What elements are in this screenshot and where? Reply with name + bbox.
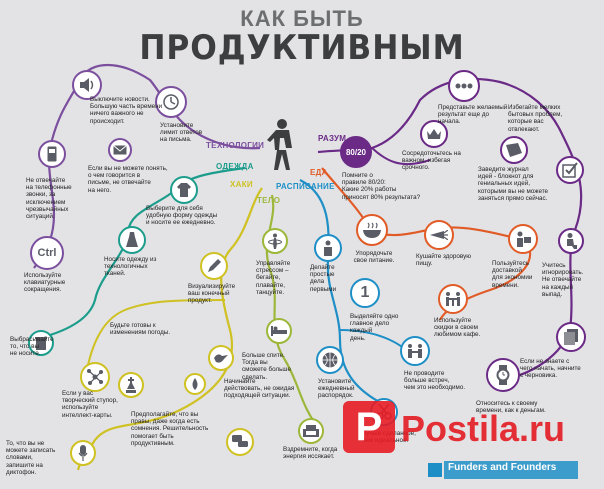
brand-logo: Funders and Founders: [428, 459, 578, 481]
tip-nutrition: Упорядочьте свое питание.: [353, 250, 395, 265]
meeting-icon: [400, 336, 430, 366]
draft-pages-icon: [556, 322, 586, 352]
title-line-2: ПРОДУКТИВНЫМ: [139, 28, 465, 68]
tip-rule: Помните о правиле 80/20: Какие 20% работ…: [342, 172, 421, 201]
category-food: ЕДА: [310, 168, 328, 177]
watch-icon: [486, 358, 520, 392]
category-body: ТЕЛО: [257, 196, 281, 205]
envelope-icon: [108, 138, 132, 162]
tip-notebook: Заведите журнал идей - блокнот для гениа…: [478, 166, 549, 202]
brand-name: Funders and Founders: [448, 462, 557, 473]
rule-80-20-badge: 80/20: [340, 136, 372, 168]
tip-act: Начинайте действовать, не ожидая подходя…: [224, 378, 295, 400]
chat-bubbles-icon: [226, 428, 254, 456]
tip-relate: Относитесь к своему времени, как к деньг…: [476, 400, 546, 415]
tip-simple-first: Делайте простые дела первыми: [310, 264, 337, 293]
watermark: P Postila.ru: [335, 395, 575, 459]
tip-mindmap: Если у вас творческий ступор, используйт…: [62, 390, 118, 419]
tip-junk: Выбрасывайте то, что вы не носите.: [10, 336, 54, 358]
tip-mail-limit: Установите лимит ответов на письма.: [160, 122, 203, 144]
tip-assume: Предполагайте, что вы правы, даже когда …: [131, 411, 209, 447]
bed-icon: [266, 318, 292, 344]
trash-icon: [28, 330, 54, 356]
mail-limit-icon: [155, 86, 187, 118]
delivery-man-icon: [508, 224, 538, 254]
number-one-icon: 1: [350, 278, 380, 308]
watermark-text: Postila.ru: [401, 408, 565, 449]
chess-king-icon: [118, 372, 144, 398]
jacket-icon: [170, 176, 198, 204]
tip-meetings: Не проводите больше встреч, чем это необ…: [404, 370, 466, 392]
hot-bowl-icon: [356, 214, 388, 246]
tip-delivery: Пользуйтесь доставкой для экономии време…: [492, 260, 533, 289]
armchair-icon: [298, 418, 324, 444]
ctrl-key-icon: Ctrl: [30, 236, 64, 270]
crown-icon: [420, 120, 448, 148]
dress-icon: [118, 226, 146, 254]
tip-ignore: Учитесь игнорировать. Не отвечайте на ка…: [542, 262, 584, 298]
tip-sleep: Больше спите. Тогда вы сможете больше сд…: [242, 352, 291, 381]
category-schedule: РАСПИСАНИЕ: [276, 182, 335, 191]
category-tech: ТЕХНОЛОГИИ: [206, 141, 265, 150]
hula-hoop-icon: [262, 228, 288, 254]
checkbox-icon: [556, 156, 584, 184]
bird-icon: [208, 345, 234, 371]
category-hacks: ХАКИ: [230, 180, 253, 189]
tip-focus: Сосредоточьтесь на важном, избегая срочн…: [402, 150, 461, 172]
tip-dictaphone: То, что вы не можете записать словами, з…: [6, 440, 56, 476]
svg-text:P: P: [356, 405, 383, 449]
tip-outfit: Выберите для себя удобную форму одежды и…: [146, 205, 218, 227]
pencil-chart-icon: [200, 252, 228, 280]
microphone-icon: [70, 440, 96, 466]
category-clothes: ОДЕЖДА: [216, 162, 254, 171]
tip-stress: Управляйте стрессом – бегайте, плавайте,…: [256, 260, 291, 296]
tip-shortcuts: Используйте клавиатурные сокращения.: [24, 272, 66, 294]
cafe-table-icon: [438, 284, 468, 314]
drop-icon: [184, 373, 206, 395]
mindmap-icon: [80, 362, 110, 392]
tip-energy: Вздремните, когда энергия иссякает.: [283, 446, 338, 461]
runner-figure-icon: [267, 119, 292, 170]
tip-cafe: Используйте скидки в своем любимом кафе.: [434, 317, 481, 339]
title-line-1: КАК БЫТЬ: [240, 6, 364, 31]
phone-icon: [38, 140, 66, 168]
lightbulb-icon: [448, 70, 480, 102]
tip-one-thing: Выделяйте одно главное дело каждый день.: [350, 313, 399, 342]
chair-person-icon: [558, 228, 584, 254]
tip-small-problems: Избегайте мелких бытовых проблем, которы…: [508, 104, 563, 133]
person-task-icon: [314, 234, 342, 262]
tip-weather: Будьте готовы к изменениям погоды.: [110, 322, 171, 337]
tip-mail-unclear: Если вы не можете понять, о чем говоритс…: [88, 165, 168, 194]
carrot-icon: [424, 220, 454, 250]
tip-news: Выключите новости. Большую часть времени…: [90, 96, 163, 125]
tip-visualize: Визуализируйте ваш конечный продукт.: [188, 283, 236, 305]
tip-phone: Не отвечайте на телефонные звонки, за ис…: [26, 177, 72, 221]
tip-regular: Установите ежедневный распорядок.: [318, 378, 355, 400]
speaker-icon: [72, 70, 102, 100]
tip-healthy: Кушайте здоровую пищу.: [416, 253, 471, 268]
basketball-icon: [316, 346, 344, 374]
tip-desired: Представьте желаемый результат еще до на…: [438, 104, 508, 126]
tip-drafts: Если не знаете с чего начать, начните с …: [520, 358, 581, 380]
tip-tech-fabric: Носите одежду из технологичных тканей.: [104, 256, 157, 278]
category-mind: РАЗУМ: [318, 134, 347, 143]
notebook-icon: [500, 136, 528, 164]
